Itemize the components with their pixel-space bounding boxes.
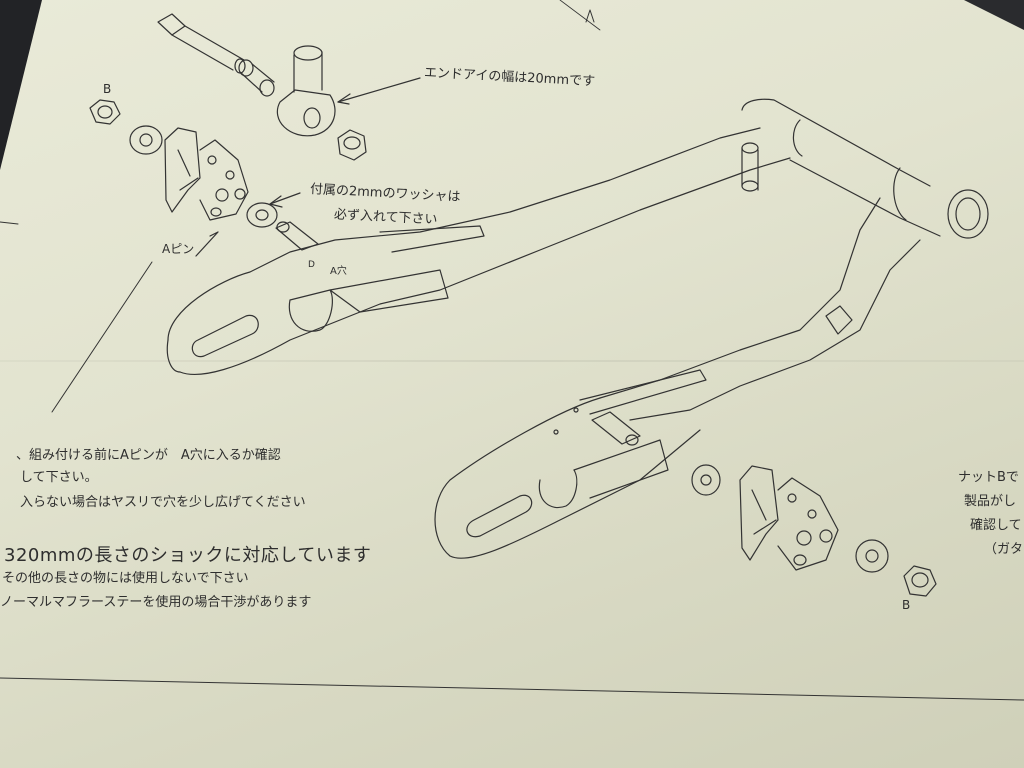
label-a-pin: Aピン (162, 242, 195, 256)
instruction-1-line1: 、組み付ける前にAピンが A穴に入るか確認 (16, 448, 281, 463)
long-bolt (157, 13, 246, 74)
arrow-mark (585, 9, 595, 23)
bracket-top (164, 127, 249, 221)
instruction-2-line1: 320mmの長さのショックに対応しています (4, 545, 372, 566)
leader-line (51, 261, 153, 413)
arrow-a-pin (195, 231, 219, 257)
left-arm (166, 127, 791, 376)
arrow-washer (269, 192, 301, 205)
arrow-end-eye (337, 77, 421, 103)
instruction-3: ノーマルマフラーステーを使用の場合干渉があります (0, 595, 312, 610)
end-eye (276, 45, 336, 137)
instruction-1-line2: して下さい。 (20, 470, 98, 485)
nut-b-top (89, 99, 121, 125)
label-a-hole: A穴 (330, 266, 347, 277)
side-note-line4: （ガタガ (984, 542, 1024, 557)
side-note-line3: 確認して (970, 518, 1022, 533)
background-edge (0, 0, 42, 170)
paper-fold (0, 360, 1024, 362)
nut-b-bottom (903, 565, 937, 597)
collar (238, 59, 275, 97)
bracket-right (739, 465, 839, 571)
washer-top-left (129, 125, 163, 155)
instruction-1-line3: 入らない場合はヤスリで穴を少し広げてください (20, 495, 306, 510)
instruction-2-line2: その他の長さの物には使用しないで下さい (2, 571, 249, 586)
washer-right-2 (855, 539, 889, 573)
background-edge (964, 0, 1024, 30)
washer-right-1 (691, 464, 721, 496)
side-note-line1: ナットBで (958, 470, 1019, 485)
label-d: D (308, 260, 315, 270)
washer-a (246, 202, 278, 228)
label-nut-b-bottom: B (902, 598, 911, 612)
right-arm (434, 197, 921, 559)
nut-small (337, 129, 367, 161)
side-note-line2: 製品がし (964, 494, 1017, 509)
page-mark (559, 0, 601, 31)
edge-tick (0, 221, 19, 225)
cross-tube (741, 98, 989, 239)
page-border-bottom (0, 677, 1024, 701)
label-nut-b-top: B (103, 82, 112, 96)
